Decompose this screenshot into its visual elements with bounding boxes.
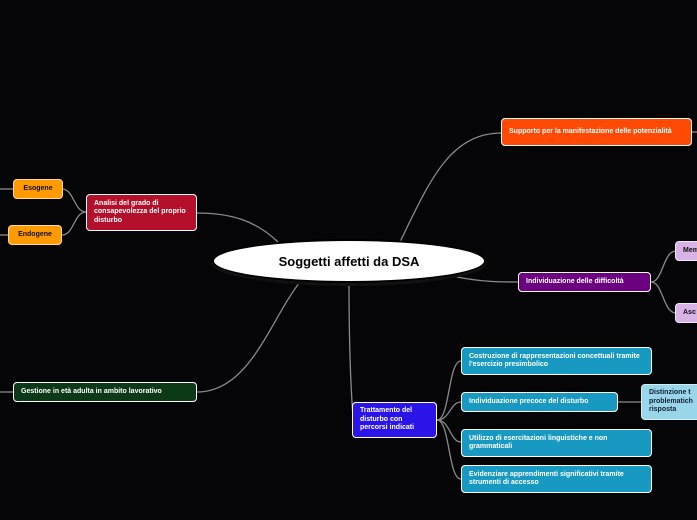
node-trattamento[interactable]: Trattamento del disturbo con percorsi in… (352, 402, 437, 438)
node-utilizzo[interactable]: Utilizzo di esercitazioni linguistiche e… (461, 429, 652, 457)
node-asc-label: Asc (683, 308, 696, 316)
node-individuazione-difficolta[interactable]: Individuazione delle difficoltà (518, 272, 651, 292)
central-topic-title: Soggetti affetti da DSA (278, 253, 420, 269)
node-utilizzo-label: Utilizzo di esercitazioni linguistiche e… (469, 434, 608, 451)
node-endogene-label: Endogene (18, 230, 52, 238)
node-mem[interactable]: Mem (675, 241, 697, 261)
node-supporto[interactable]: Supporto per la manifestazione delle pot… (501, 118, 692, 146)
node-gestione-label: Gestione in età adulta in ambito lavorat… (21, 387, 162, 395)
node-trattamento-label: Trattamento del disturbo con percorsi in… (360, 407, 415, 432)
node-analisi-label: Analisi del grado di consapevolezza del … (94, 199, 186, 224)
node-esogene[interactable]: Esogene (13, 179, 63, 199)
node-analisi[interactable]: Analisi del grado di consapevolezza del … (86, 194, 197, 231)
node-esogene-label: Esogene (23, 184, 53, 192)
node-distinzione-label: Distinzione t problematich risposta (649, 389, 693, 414)
node-individuazione-precoce-label: Individuazione precoce del disturbo (469, 397, 589, 405)
node-mem-label: Mem (683, 246, 697, 254)
node-gestione[interactable]: Gestione in età adulta in ambito lavorat… (13, 382, 197, 402)
node-individuazione-difficolta-label: Individuazione delle difficoltà (526, 277, 624, 285)
node-evidenziare-label: Evidenziare apprendimenti significativi … (469, 470, 624, 487)
central-topic[interactable]: Soggetti affetti da DSA (214, 241, 484, 281)
node-costruzione[interactable]: Costruzione di rappresentazioni concettu… (461, 347, 652, 375)
node-individuazione-precoce[interactable]: Individuazione precoce del disturbo (461, 392, 618, 412)
node-asc[interactable]: Asc (675, 303, 697, 323)
node-distinzione[interactable]: Distinzione t problematich risposta (641, 384, 697, 420)
node-supporto-label: Supporto per la manifestazione delle pot… (509, 127, 672, 135)
node-endogene[interactable]: Endogene (8, 225, 62, 245)
node-costruzione-label: Costruzione di rappresentazioni concettu… (469, 352, 640, 369)
node-evidenziare[interactable]: Evidenziare apprendimenti significativi … (461, 465, 652, 493)
